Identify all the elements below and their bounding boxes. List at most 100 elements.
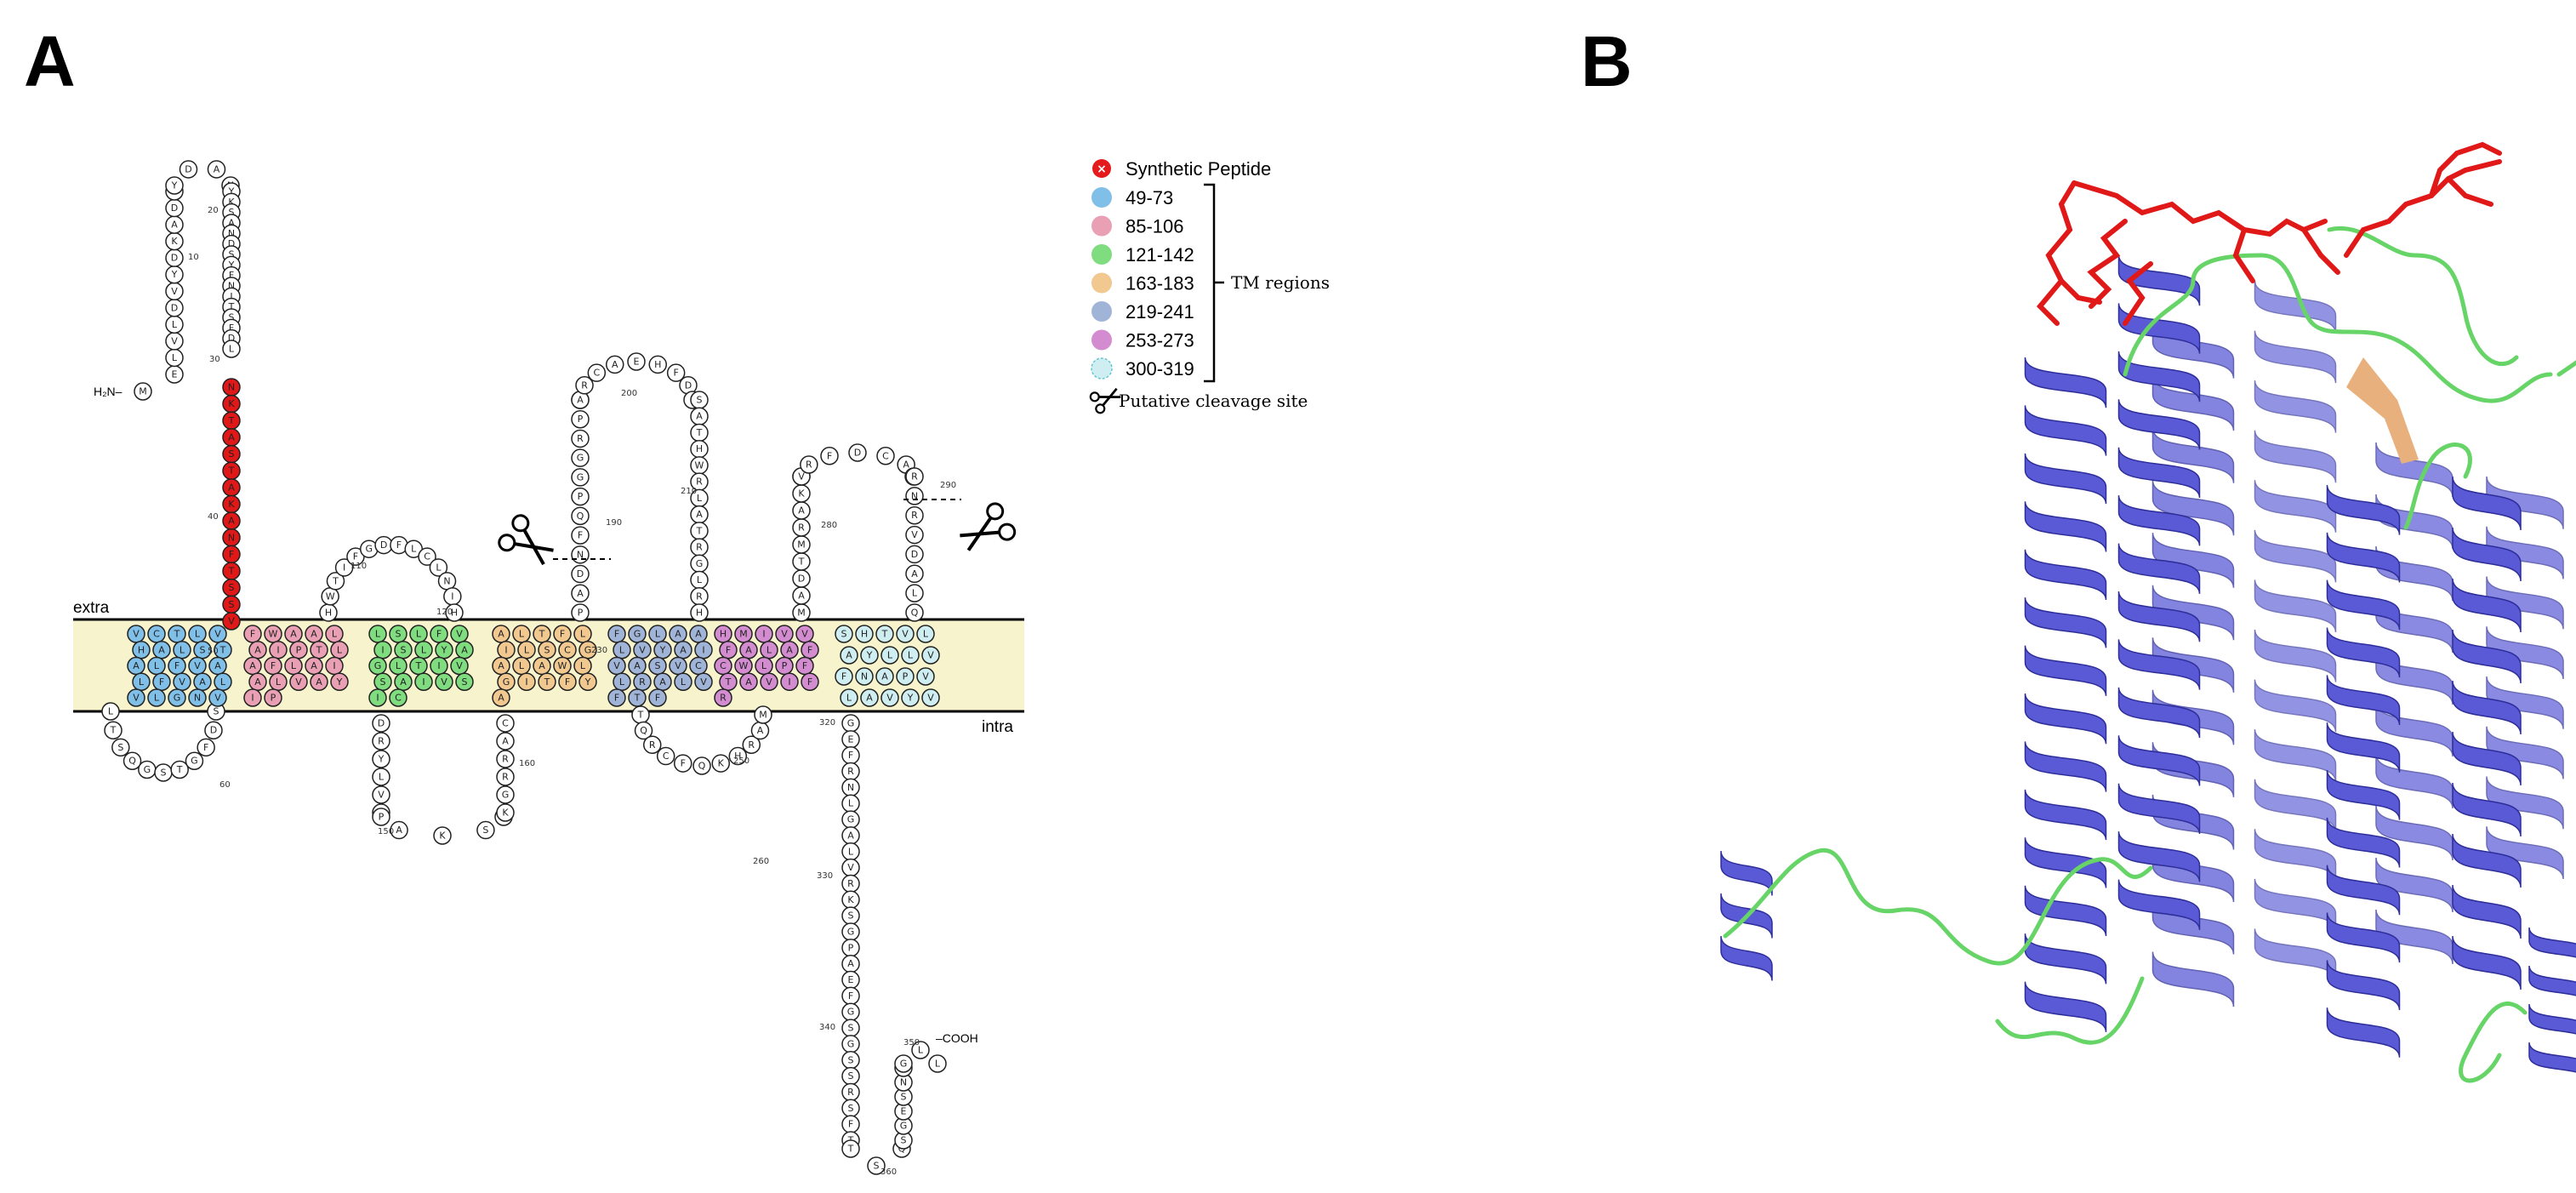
svg-text:P: P (578, 414, 584, 425)
residue-circle: P (841, 939, 860, 957)
residue-circle: A (690, 407, 709, 425)
residue-circle: L (165, 315, 184, 334)
svg-text:G: G (696, 558, 704, 569)
svg-text:S: S (161, 768, 167, 779)
svg-text:I: I (702, 644, 704, 655)
svg-text:A: A (798, 591, 805, 602)
tm-residue: V (188, 656, 207, 676)
svg-text:N: N (194, 693, 201, 704)
legend-tm-label: 300-319 (1126, 358, 1194, 380)
svg-text:F: F (807, 644, 812, 655)
svg-text:D: D (685, 380, 692, 391)
peptide-residue: S (222, 578, 241, 597)
residue-circle: T (631, 705, 650, 724)
tm-residue: F (648, 688, 667, 707)
residue-circle: A (792, 586, 811, 605)
tm-residue: L (512, 656, 531, 676)
svg-text:L: L (195, 629, 201, 640)
svg-text:Q: Q (640, 725, 647, 736)
residue-circle: F (571, 526, 590, 545)
alpha-helix (2452, 476, 2522, 990)
residue-circle: M (134, 382, 152, 401)
svg-text:H: H (734, 751, 741, 762)
svg-text:E: E (848, 733, 854, 745)
residue-circle: H (319, 603, 338, 622)
residue-circle: R (690, 587, 709, 606)
svg-text:E: E (848, 974, 854, 985)
svg-text:C: C (395, 693, 402, 704)
beta-sheet (2346, 357, 2419, 464)
svg-text:V: V (847, 862, 854, 873)
svg-text:I: I (762, 629, 765, 640)
residue-circle: E (841, 730, 860, 749)
svg-text:F: F (614, 693, 619, 704)
svg-text:F: F (807, 676, 812, 688)
svg-text:F: F (848, 1119, 853, 1130)
svg-text:G: G (374, 660, 382, 671)
svg-text:S: S (200, 644, 206, 655)
svg-text:F: F (827, 450, 832, 461)
tm-residue: L (840, 688, 858, 707)
residue-circle: G (138, 760, 157, 779)
loop-coil (1995, 976, 2145, 1045)
tm-residue: A (284, 625, 303, 643)
tm-residue: F (152, 672, 171, 691)
residue-circle: C (876, 447, 895, 465)
svg-text:A: A (228, 218, 235, 229)
tm-residue: T (628, 688, 647, 707)
tm-residue: P (775, 656, 794, 676)
tm-residue: A (193, 672, 212, 691)
svg-text:A: A (400, 676, 407, 688)
svg-text:F: F (841, 671, 846, 682)
svg-text:Q: Q (911, 608, 919, 619)
tm-residue: T (875, 625, 894, 643)
svg-text:F: F (436, 629, 442, 640)
svg-text:S: S (901, 1092, 907, 1103)
svg-text:I: I (422, 676, 425, 688)
svg-text:T: T (110, 725, 117, 736)
tm-residue: L (389, 656, 407, 676)
svg-text:W: W (326, 591, 335, 602)
tm-residue: F (553, 625, 572, 643)
tm-residue: L (269, 672, 288, 691)
svg-text:G: G (847, 814, 855, 825)
svg-text:I: I (376, 693, 379, 704)
residue-circle: W (321, 587, 339, 606)
topology-diagram: extra intra MELVLDVYDKADVYDANYKSANDSYFNI… (73, 160, 1024, 1177)
residue-circle: V (905, 525, 924, 545)
svg-text:T: T (798, 557, 805, 568)
tm-residue: F (835, 667, 853, 686)
panel-label-a: A (24, 21, 76, 101)
svg-text:S: S (229, 582, 235, 593)
svg-text:L: L (276, 676, 282, 688)
residue-circle: M (754, 705, 772, 724)
tm-residue: S (455, 672, 474, 691)
svg-text:K: K (228, 197, 235, 208)
tm-residue: I (243, 688, 262, 707)
svg-text:C: C (663, 751, 670, 762)
residue-circle: G (841, 1002, 860, 1021)
tm-residue: I (694, 641, 713, 659)
svg-text:×: × (1097, 163, 1107, 176)
svg-text:A: A (577, 588, 584, 599)
svg-text:T: T (332, 575, 339, 586)
tm-residue: L (330, 641, 349, 659)
residue-circle: F (820, 447, 839, 465)
residue-circle: T (170, 760, 189, 779)
svg-text:V: V (456, 660, 463, 671)
svg-text:H: H (451, 608, 458, 619)
peptide-residue: S (222, 444, 241, 464)
tm-residue: S (394, 641, 413, 659)
tm-residue: L (674, 672, 692, 691)
residue-circle: D (372, 714, 390, 733)
peptide-stick (2059, 278, 2102, 305)
scissors-icon (498, 514, 554, 566)
svg-text:S: S (380, 676, 386, 688)
svg-text:A: A (577, 395, 584, 406)
residue-circle: H (445, 603, 464, 622)
residue-circle: S (867, 1156, 886, 1175)
svg-text:A: A (866, 693, 873, 704)
svg-text:L: L (337, 644, 343, 655)
residue-circle: L (911, 1041, 930, 1059)
tm-residue: C (147, 625, 166, 643)
